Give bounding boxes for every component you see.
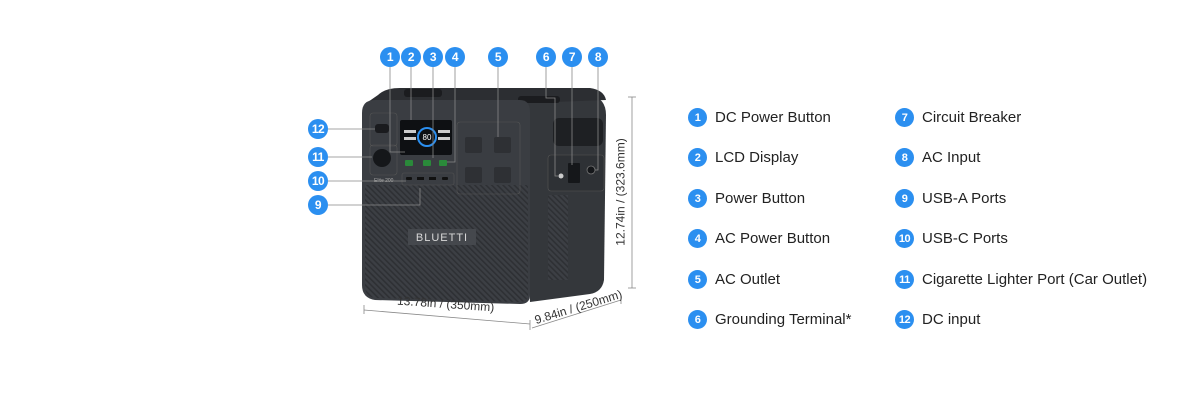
legend-number-badge: 1	[688, 108, 707, 127]
ac-outlet	[465, 137, 482, 153]
legend-number-badge: 3	[688, 189, 707, 208]
legend-number-badge: 4	[688, 229, 707, 248]
callout-badge-3: 3	[423, 47, 443, 67]
car-outlet	[373, 149, 391, 167]
lcd-display	[400, 120, 452, 155]
legend-label: Power Button	[715, 190, 806, 207]
callout-badge-1: 1	[380, 47, 400, 67]
legend-item: 10 USB-C Ports	[895, 229, 1008, 248]
circuit-breaker	[568, 163, 580, 183]
legend-number-badge: 5	[688, 270, 707, 289]
ac-power-button	[439, 160, 447, 166]
power-button	[423, 160, 431, 166]
callout-badge-8: 8	[588, 47, 608, 67]
ac-input	[586, 165, 596, 175]
legend-label: Grounding Terminal*	[715, 311, 852, 328]
ac-outlet	[494, 137, 511, 153]
side-handle	[553, 118, 603, 146]
legend-label: DC input	[922, 311, 981, 328]
legend-item: 1 DC Power Button	[688, 108, 831, 127]
legend-item: 12 DC input	[895, 310, 980, 329]
legend-label: LCD Display	[715, 149, 799, 166]
legend-label: USB-A Ports	[922, 190, 1007, 207]
callout-badge-12: 12	[308, 119, 328, 139]
legend-item: 9 USB-A Ports	[895, 189, 1006, 208]
legend-number-badge: 10	[895, 229, 914, 248]
legend-number-badge: 7	[895, 108, 914, 127]
ac-outlet	[465, 167, 482, 183]
brand-logo: BLUETTI	[416, 232, 468, 244]
callout-badge-4: 4	[445, 47, 465, 67]
grounding-terminal	[558, 173, 564, 179]
legend-label: USB-C Ports	[922, 230, 1008, 247]
callout-badge-10: 10	[308, 171, 328, 191]
ac-outlet	[494, 167, 511, 183]
lcd-value: 80	[423, 133, 432, 142]
legend-item: 3 Power Button	[688, 189, 805, 208]
callout-badge-9: 9	[308, 195, 328, 215]
legend-number-badge: 8	[895, 148, 914, 167]
callout-badge-5: 5	[488, 47, 508, 67]
height-dimension: 12.74in / (323.6mm)	[613, 138, 628, 246]
legend-label: AC Outlet	[715, 271, 781, 288]
side-vent	[548, 195, 568, 280]
legend-number-badge: 6	[688, 310, 707, 329]
dc-input-port	[375, 124, 389, 133]
legend-label: AC Power Button	[715, 230, 831, 247]
legend-item: 6 Grounding Terminal*	[688, 310, 851, 329]
legend-label: Cigarette Lighter Port (Car Outlet)	[922, 271, 1148, 288]
callout-badge-2: 2	[401, 47, 421, 67]
legend-label: DC Power Button	[715, 109, 831, 126]
legend-item: 8 AC Input	[895, 148, 980, 167]
legend-label: AC Input	[922, 149, 981, 166]
legend-item: 4 AC Power Button	[688, 229, 830, 248]
legend-label: Circuit Breaker	[922, 109, 1022, 126]
legend-number-badge: 12	[895, 310, 914, 329]
legend-item: 5 AC Outlet	[688, 270, 780, 289]
legend-number-badge: 9	[895, 189, 914, 208]
callout-badge-6: 6	[536, 47, 556, 67]
ac-outlet-panel	[456, 121, 521, 195]
leader-lines	[328, 67, 636, 330]
legend-item: 2 LCD Display	[688, 148, 798, 167]
callout-badge-11: 11	[308, 147, 328, 167]
legend-number-badge: 11	[895, 270, 914, 289]
callout-badge-7: 7	[562, 47, 582, 67]
dc-power-button	[405, 160, 413, 166]
legend-number-badge: 2	[688, 148, 707, 167]
legend-item: 11 Cigarette Lighter Port (Car Outlet)	[895, 270, 1147, 289]
legend-item: 7 Circuit Breaker	[895, 108, 1021, 127]
